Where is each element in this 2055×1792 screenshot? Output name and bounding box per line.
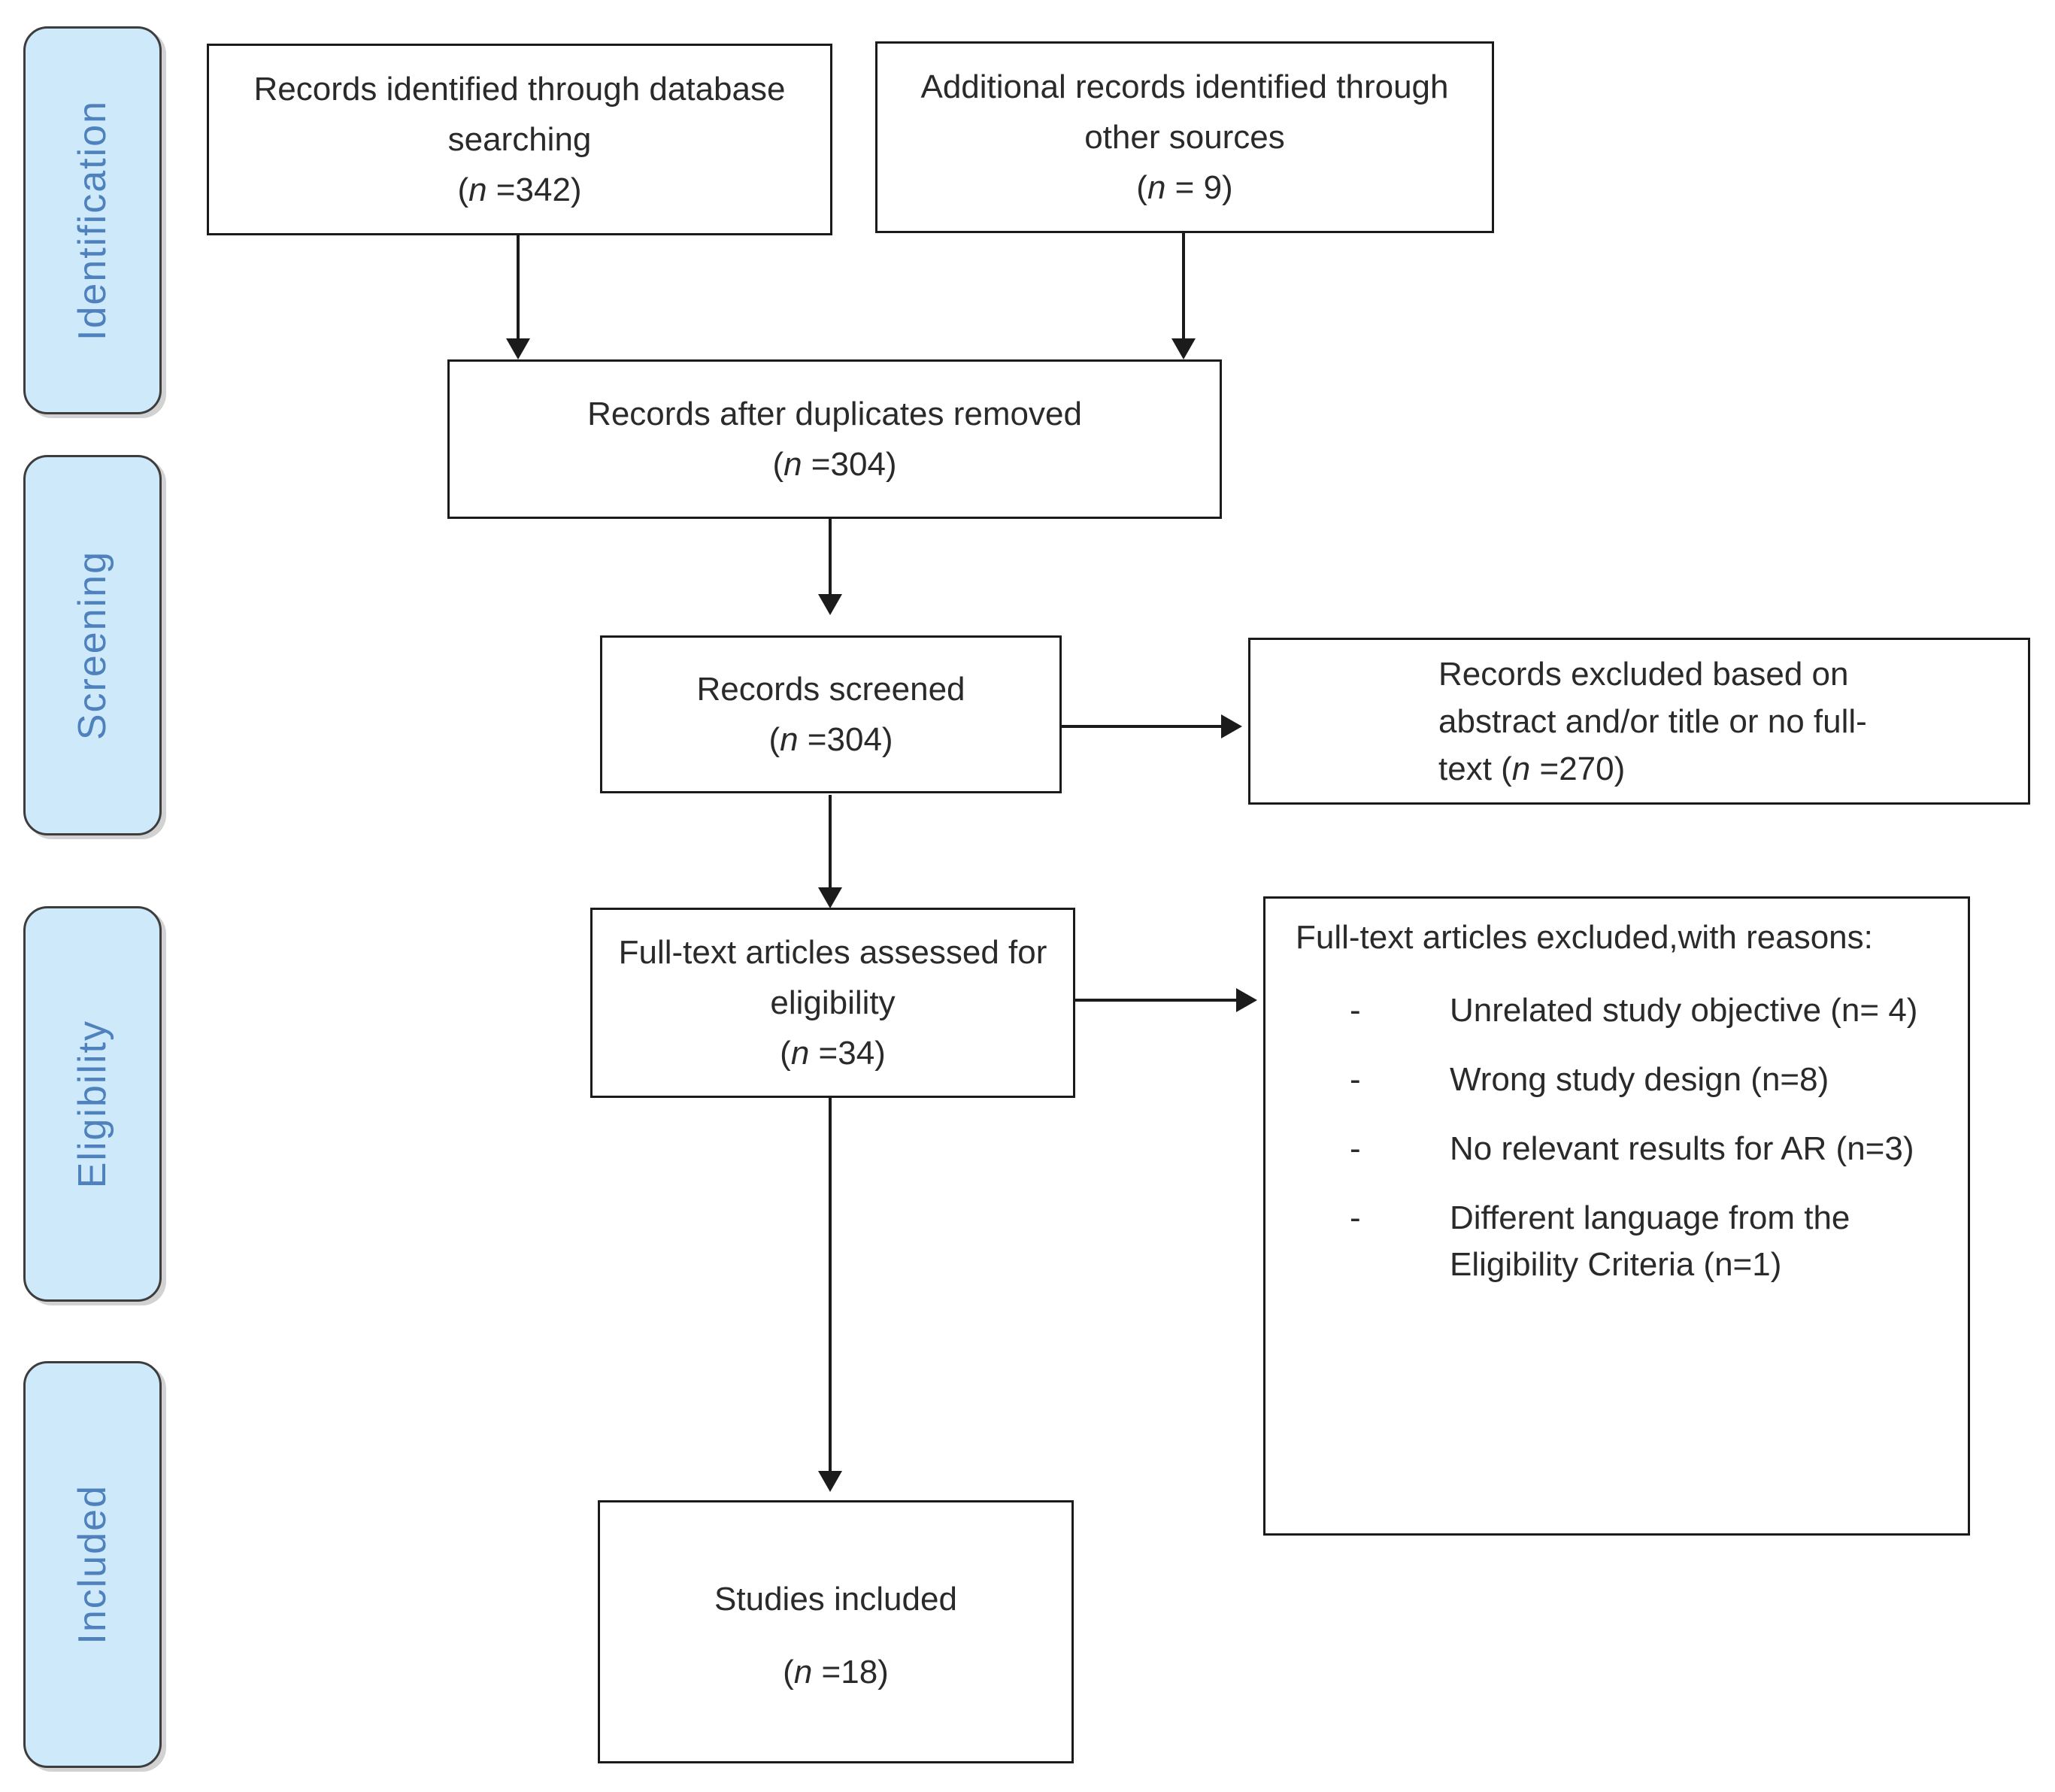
stage-screening-label: Screening [71,550,114,741]
box-database-search-line1: Records identified through database [253,71,786,108]
box-studies-included-line1: Studies included [714,1581,957,1618]
box-fulltext-assessed-line2: eligibility [770,984,896,1021]
box-after-duplicates: Records after duplicates removed (n =304… [447,359,1222,519]
stage-included-label: Included [71,1484,114,1645]
exclusion-reason-item: - Wrong study design (n=8) [1350,1057,1953,1103]
dash-bullet: - [1350,992,1361,1029]
box-studies-included: Studies included (n =18) [598,1500,1074,1763]
stage-eligibility-label: Eligibility [71,1019,114,1189]
dash-bullet: - [1350,1130,1361,1167]
box-fulltext-assessed-line1: Full-text articles assessed for [618,934,1047,971]
arrowhead-right-icon [1221,714,1242,738]
stage-identification: Identification [23,26,162,414]
arrowhead-right-icon [1236,988,1257,1012]
exclusion-reason-text: Different language from the Eligibility … [1450,1199,1850,1283]
stage-identification-label: Identification [71,100,114,341]
box-records-excluded-line1: Records excluded based on [1438,655,1849,693]
box-database-search-count: (n =342) [457,171,582,208]
box-other-sources-line2: other sources [1084,119,1285,156]
box-database-search: Records identified through database sear… [207,44,832,235]
exclusion-reason-item: - No relevant results for AR (n=3) [1350,1126,1953,1172]
box-records-screened: Records screened (n =304) [600,635,1062,793]
box-records-excluded: Records excluded based on abstract and/o… [1248,638,2030,805]
arrowhead-down-icon [818,887,842,908]
exclusion-reason-text: No relevant results for AR (n=3) [1450,1130,1914,1167]
box-other-sources-line1: Additional records identified through [920,68,1449,105]
box-fulltext-assessed-count: (n =34) [780,1035,886,1072]
exclusion-reason-text: Wrong study design (n=8) [1450,1061,1829,1098]
stage-eligibility: Eligibility [23,906,162,1302]
dash-bullet: - [1350,1061,1361,1098]
box-records-excluded-line3: text (n =270) [1438,750,1626,787]
arrowhead-down-icon [1171,338,1196,359]
box-fulltext-assessed: Full-text articles assessed for eligibil… [590,908,1075,1098]
exclusion-reason-item: - Unrelated study objective (n= 4) [1350,987,1953,1034]
exclusion-reason-text: Unrelated study objective (n= 4) [1450,992,1918,1029]
stage-included: Included [23,1361,162,1768]
box-fulltext-excluded-heading: Full-text articles excluded,with reasons… [1296,919,1873,956]
stage-screening: Screening [23,455,162,835]
exclusion-reasons-list: - Unrelated study objective (n= 4) - Wro… [1296,987,1953,1288]
box-database-search-line2: searching [447,121,592,158]
arrowhead-down-icon [506,338,530,359]
box-after-duplicates-count: (n =304) [772,446,897,483]
box-other-sources-count: (n = 9) [1136,169,1233,206]
box-records-excluded-line2: abstract and/or title or no full- [1438,702,1867,740]
box-after-duplicates-line1: Records after duplicates removed [587,396,1082,432]
box-studies-included-count: (n =18) [783,1654,889,1690]
box-other-sources: Additional records identified through ot… [875,41,1494,233]
arrowhead-down-icon [818,594,842,615]
arrowhead-down-icon [818,1471,842,1492]
box-records-screened-count: (n =304) [768,721,893,758]
dash-bullet: - [1350,1199,1361,1236]
box-fulltext-excluded: Full-text articles excluded,with reasons… [1263,896,1970,1536]
exclusion-reason-item: - Different language from the Eligibilit… [1350,1195,1953,1288]
box-records-screened-line1: Records screened [696,671,965,708]
